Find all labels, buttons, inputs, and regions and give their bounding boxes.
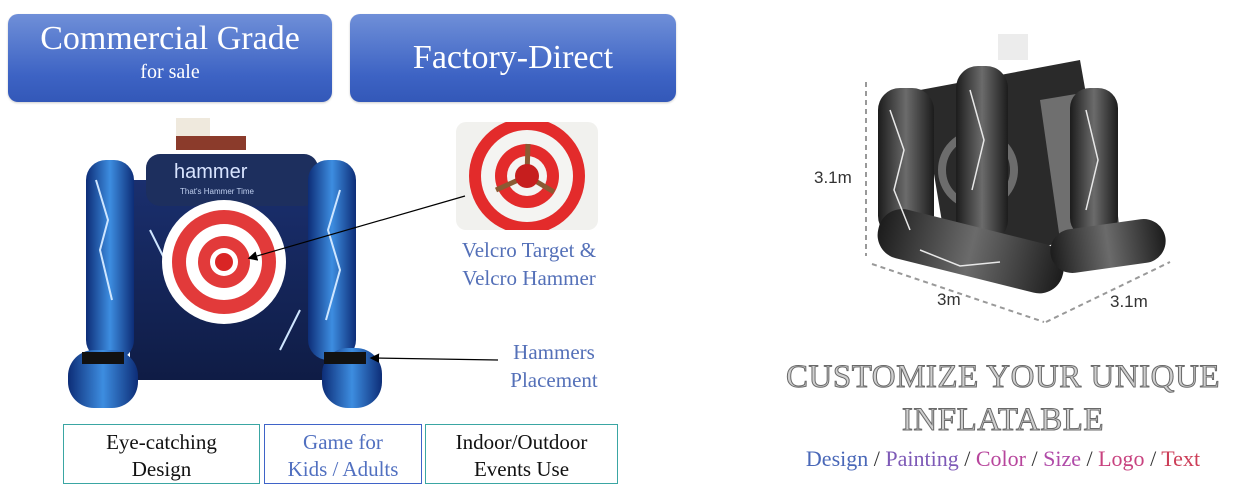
customize-title-line1: CUSTOMIZE YOUR UNIQUE: [786, 359, 1221, 396]
option-separator: /: [1080, 446, 1099, 471]
center-column: [956, 66, 1008, 242]
right-column: [1070, 88, 1118, 238]
commercial-grade-title: Commercial Grade: [40, 20, 300, 57]
velcro-arrow: [247, 195, 466, 261]
option-separator: /: [1144, 446, 1162, 471]
customize-options: Design / Painting / Color / Size / Logo …: [770, 446, 1236, 472]
customize-option-color: Color: [975, 446, 1026, 471]
left-base-tube: [877, 209, 1064, 294]
customize-option-painting: Painting: [885, 446, 959, 471]
feature-line: Kids / Adults: [287, 457, 399, 481]
right-base-tube: [1050, 218, 1166, 274]
depth-label: 3.1m: [1110, 292, 1148, 311]
velcro-callout-line2: Velcro Hammer: [462, 266, 596, 290]
width-dimension-line: [871, 263, 1045, 323]
left-column: [878, 88, 934, 238]
feature-eye-catching: Eye-catching Design: [63, 424, 260, 484]
velcro-callout: Velcro Target & Velcro Hammer: [445, 236, 613, 292]
left-base-tube: [68, 350, 138, 408]
top-banner: [146, 154, 318, 206]
hammers-arrow: [369, 353, 499, 363]
lightning-pattern: [889, 89, 1099, 267]
target-closeup-image: [456, 122, 598, 230]
option-separator: /: [868, 446, 886, 471]
right-column: [308, 160, 356, 360]
option-separator: /: [1025, 446, 1044, 471]
feature-indoor-outdoor: Indoor/Outdoor Events Use: [425, 424, 618, 484]
width-label: 3m: [937, 290, 961, 309]
velcro-callout-line1: Velcro Target &: [461, 238, 597, 262]
hammer-handle: [176, 136, 246, 150]
left-column: [86, 160, 134, 360]
factory-direct-badge: Factory-Direct: [350, 14, 676, 102]
feature-line: Indoor/Outdoor: [455, 430, 588, 454]
height-label: 3.1m: [814, 168, 852, 187]
velcro-target: [162, 200, 286, 324]
lightning-pattern: [95, 179, 342, 351]
top-flag: [998, 34, 1028, 60]
factory-direct-title: Factory-Direct: [412, 39, 614, 76]
banner-logo-text: hammer: [174, 161, 248, 183]
product-front-image: hammer That's Hammer Time: [68, 118, 382, 408]
option-separator: /: [958, 446, 976, 471]
customize-option-text: Text: [1161, 446, 1201, 471]
commercial-grade-subtitle: for sale: [140, 61, 200, 83]
customize-option-logo: Logo: [1098, 446, 1145, 471]
feature-line: Events Use: [473, 457, 570, 481]
hammers-callout-line1: Hammers: [513, 340, 595, 364]
customize-option-size: Size: [1043, 446, 1081, 471]
feature-line: Design: [131, 457, 192, 481]
commercial-grade-badge: Commercial Grade for sale: [8, 14, 332, 102]
feature-game-for: Game for Kids / Adults: [264, 424, 422, 484]
feature-line: Game for: [303, 430, 383, 454]
hammers-callout: Hammers Placement: [498, 338, 610, 394]
depth-dimension-line: [1045, 261, 1171, 323]
customize-title-line2: INFLATABLE: [901, 402, 1105, 439]
customize-option-design: Design: [805, 446, 869, 471]
product-side-image: [865, 34, 1171, 323]
hammers-callout-line2: Placement: [510, 368, 598, 392]
banner-subtext: That's Hammer Time: [180, 187, 255, 196]
left-hammer-slot: [82, 352, 124, 364]
callout-arrows: [247, 195, 499, 363]
right-hammer-slot: [324, 352, 366, 364]
feature-line: Eye-catching: [106, 430, 217, 454]
